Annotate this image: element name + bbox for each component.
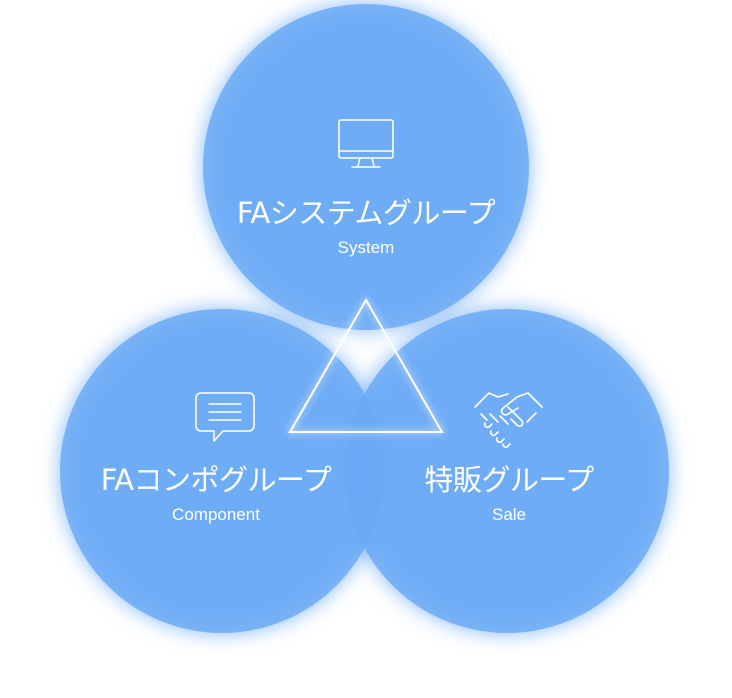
system-title: FAシステムグループ	[236, 196, 496, 230]
sale-label-group: 特販グループ Sale	[424, 463, 594, 525]
circle-component	[60, 309, 384, 633]
component-label-group: FAコンポグループ Component	[101, 463, 332, 525]
sale-subtitle: Sale	[491, 505, 527, 524]
monitor-icon	[338, 119, 394, 168]
chat-bubble-icon	[195, 392, 255, 442]
system-label-group: FAシステムグループ System	[236, 196, 496, 258]
component-subtitle: Component	[172, 505, 260, 524]
circle-sale	[345, 309, 669, 633]
component-title: FAコンポグループ	[100, 463, 332, 497]
center-triangle	[288, 297, 444, 433]
sale-title: 特販グループ	[424, 463, 594, 497]
system-subtitle: System	[337, 238, 395, 257]
handshake-icon	[474, 392, 543, 448]
